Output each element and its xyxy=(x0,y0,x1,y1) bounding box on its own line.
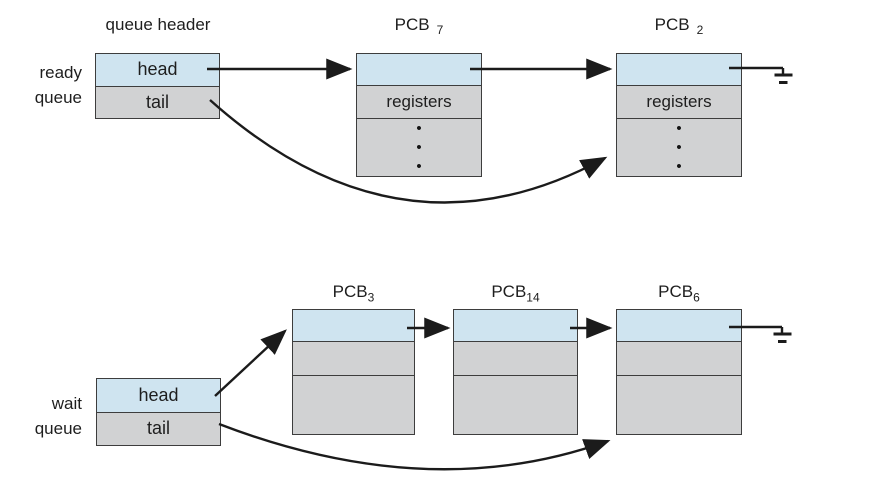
pcb2-ellipsis-cell: • • • xyxy=(617,119,741,176)
wait-queue-label: wait queue xyxy=(10,391,82,441)
pcb7-box: registers • • • xyxy=(356,53,482,177)
pcb7-link-cell xyxy=(357,54,481,86)
pcb14-row3-cell xyxy=(454,376,577,434)
pcb7-ellipsis-cell: • • • xyxy=(357,119,481,176)
pcb2-label-name: PCB xyxy=(654,15,690,34)
wait-head-cell: head xyxy=(97,379,220,413)
wait-queue-header-box: head tail xyxy=(96,378,221,446)
null-pointer-icon xyxy=(774,68,793,84)
pcb14-label-name: PCB xyxy=(491,282,527,301)
pcb7-registers-label: registers xyxy=(386,91,452,111)
ready-head-cell: head xyxy=(96,54,219,87)
pcb14-label: PCB14 xyxy=(453,282,578,305)
pcb3-label: PCB3 xyxy=(292,282,415,305)
ready-queue-label-line1: ready xyxy=(39,63,82,82)
pcb14-row2-cell xyxy=(454,342,577,376)
pcb6-label-subscript: 6 xyxy=(693,290,700,305)
pcb6-label: PCB6 xyxy=(616,282,742,305)
ready-tail-cell: tail xyxy=(96,86,219,118)
ellipsis-dot: • xyxy=(676,120,682,137)
wait-queue-label-line2: queue xyxy=(34,419,82,438)
pcb6-box xyxy=(616,309,742,435)
pcb14-link-cell xyxy=(454,310,577,342)
null-pointer-icon xyxy=(773,327,792,343)
pcb7-label-name: PCB xyxy=(394,15,430,34)
pcb2-box: registers • • • xyxy=(616,53,742,177)
wait-queue-label-line1: wait xyxy=(51,394,82,413)
pcb14-box xyxy=(453,309,578,435)
pcb6-label-name: PCB xyxy=(658,282,694,301)
wait-head-pointer-arrow xyxy=(214,329,287,397)
ellipsis-dot: • xyxy=(676,158,682,175)
pcb3-row3-cell xyxy=(293,376,414,434)
pcb2-link-cell xyxy=(617,54,741,86)
pcb3-row2-cell xyxy=(293,342,414,376)
pcb2-label: PCB 2 xyxy=(616,15,742,38)
ready-queue-label: ready queue xyxy=(10,60,82,110)
ready-head-cell-label: head xyxy=(137,59,178,80)
pcb3-link-cell xyxy=(293,310,414,342)
wait-tail-cell: tail xyxy=(97,412,220,445)
wait-tail-cell-label: tail xyxy=(146,418,170,439)
pcb3-box xyxy=(292,309,415,435)
pcb3-label-subscript: 3 xyxy=(367,290,375,305)
pcb3-label-name: PCB xyxy=(332,282,368,301)
pcb7-label: PCB 7 xyxy=(356,15,482,38)
pcb14-label-subscript: 14 xyxy=(526,290,540,305)
ready-tail-cell-label: tail xyxy=(145,91,169,112)
ellipsis-dot: • xyxy=(416,139,422,156)
pcb7-registers-cell: registers xyxy=(357,85,481,119)
pcb2-registers-label: registers xyxy=(646,91,712,111)
pcb2-registers-cell: registers xyxy=(617,85,741,119)
ready-queue-header-box: head tail xyxy=(95,53,220,119)
queue-header-label: queue header xyxy=(105,15,211,34)
pcb2-label-subscript: 2 xyxy=(696,23,704,38)
ellipsis-dot: • xyxy=(416,158,422,175)
pcb6-row2-cell xyxy=(617,342,741,376)
ellipsis-dot: • xyxy=(676,139,682,156)
ellipsis-dot: • xyxy=(416,120,422,137)
pcb6-row3-cell xyxy=(617,376,741,434)
pcb6-link-cell xyxy=(617,310,741,342)
pcb7-label-subscript: 7 xyxy=(436,23,444,38)
wait-head-cell-label: head xyxy=(138,384,179,405)
ready-queue-label-line2: queue xyxy=(34,88,82,107)
